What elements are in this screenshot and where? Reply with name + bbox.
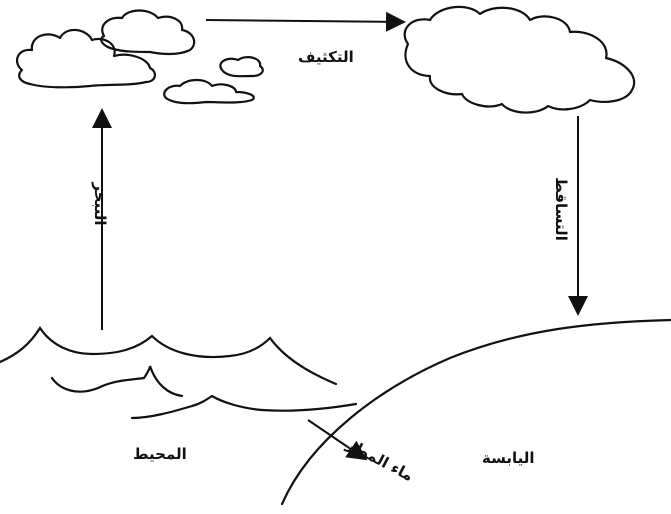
ocean-label: المحيط — [133, 445, 187, 463]
cloud-right — [405, 7, 634, 113]
ocean-wave-middle — [52, 366, 182, 396]
land-label: اليابسة — [482, 449, 535, 467]
condensation-arrow — [206, 20, 402, 22]
ocean-wave-top — [0, 328, 336, 384]
condensation-label: التكثيف — [298, 48, 354, 66]
cloud-left-large — [17, 30, 155, 87]
evaporation-label: التبخر — [91, 164, 109, 244]
precipitation-label: التساقط — [552, 164, 570, 254]
cloud-left-tiny — [220, 57, 262, 76]
ocean-wave-lower — [132, 396, 356, 418]
cloud-left-small — [164, 80, 254, 103]
land-curve — [282, 320, 671, 504]
